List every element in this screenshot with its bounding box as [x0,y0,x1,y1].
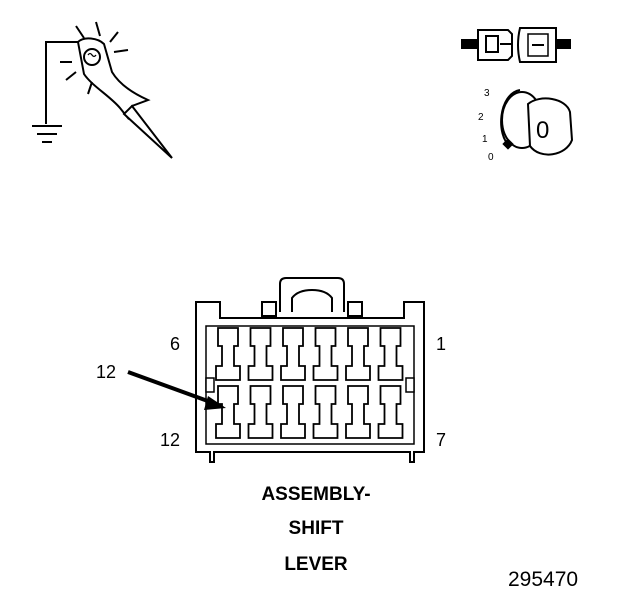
connector-cavity [215,327,241,381]
connector-cavity [345,327,371,381]
connector-cavity [345,385,371,439]
figure-number: 295470 [508,568,578,591]
ignition-position-3: 3 [484,88,490,99]
callout-label: 12 [96,362,116,382]
connector-cavity [247,327,274,381]
ground-icon [32,125,62,143]
pin-label-top-left: 6 [170,334,180,354]
ignition-position-2: 2 [478,112,484,123]
connector-cavity [280,385,306,439]
ignition-key-off-icon: 3 2 1 0 0 [478,88,574,163]
callout-arrow [127,370,226,410]
connector-cavity [377,385,404,439]
connector-cavity [280,327,306,381]
pin-label-top-right: 1 [436,334,446,354]
connector-cavity [215,385,241,439]
connector-cavity [312,327,339,381]
ignition-key-label: 0 [536,117,549,144]
connector-cavities [215,327,404,439]
ignition-position-1: 1 [482,134,488,145]
pin-label-bottom-right: 7 [436,430,446,450]
ignition-position-0: 0 [488,152,494,163]
disconnected-connector-icon [461,27,571,63]
caption-line-3: LEVER [284,554,348,575]
pin-label-bottom-left: 12 [160,430,180,450]
connector-cavity [312,385,339,439]
connector-cavity [377,327,404,381]
caption-line-1: ASSEMBLY- [261,484,370,505]
connector-cavity [247,385,274,439]
caption-line-2: SHIFT [289,518,344,539]
test-probe-lit-icon [45,21,173,159]
